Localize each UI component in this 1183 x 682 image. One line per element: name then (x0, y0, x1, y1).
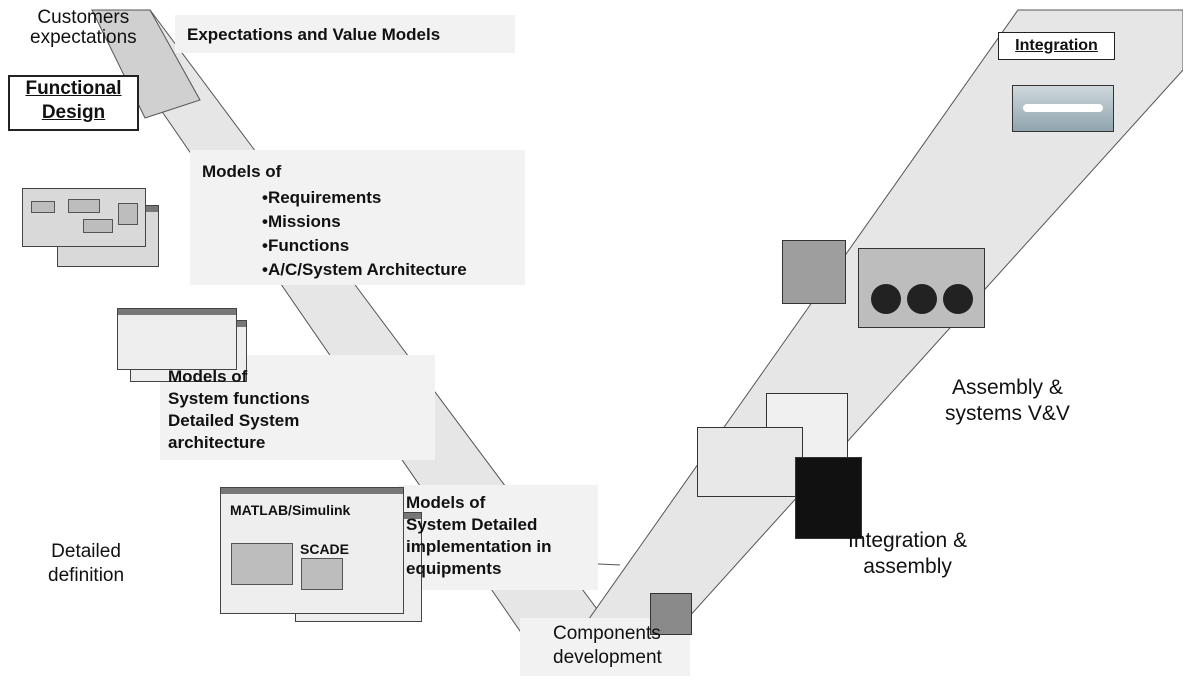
wheel (871, 284, 901, 314)
bullet-functions: •Functions (262, 236, 350, 255)
cockpit-panel-photo (782, 240, 846, 304)
dd-line-1: Detailed (51, 541, 121, 562)
dd-line-2: definition (48, 565, 125, 586)
expectations-value-models: Expectations and Value Models (187, 25, 441, 44)
models-box (190, 150, 525, 285)
avv-line-2: systems V&V (945, 402, 1070, 425)
expectations-box (175, 15, 515, 53)
wheel (907, 284, 937, 314)
matlab-label: MATLAB/Simulink (230, 502, 351, 518)
thumb-node (118, 203, 138, 225)
dm-line-4: equipments (406, 559, 502, 578)
assembly-systems-vv: Assembly & systems V&V (945, 375, 1070, 427)
detailed-models-text: Models of System Detailed implementation… (406, 492, 551, 580)
sf-line-2: System functions (168, 389, 310, 408)
cd-line-1: Components (553, 623, 661, 644)
components-development: Components development (553, 622, 662, 670)
dm-line-2: System Detailed (406, 515, 538, 534)
thumb-node (83, 219, 113, 233)
bullet-architecture: •A/C/System Architecture (262, 260, 467, 279)
sf-line-1: Models of (168, 367, 248, 386)
cd-line-2: development (553, 647, 662, 668)
diagram-thumbnail-front (22, 188, 146, 247)
matlab-screenshot (220, 487, 404, 614)
aircraft-body (1023, 104, 1103, 112)
aircraft-photo (1012, 85, 1114, 132)
integration-box: Integration (998, 32, 1115, 60)
thumb-node (301, 558, 343, 590)
ia-line-1: Integration & (848, 529, 968, 552)
thumb-node (31, 201, 55, 213)
equipment-photo (650, 593, 692, 635)
wheel (943, 284, 973, 314)
dm-line-3: implementation in (406, 537, 552, 556)
connector-photo (697, 427, 803, 497)
system-functions-text: Models of System functions Detailed Syst… (168, 366, 310, 454)
design-line: Design (41, 102, 106, 123)
bullet-missions: •Missions (262, 212, 341, 231)
thumb-bar (221, 488, 403, 494)
right-ascending-band (559, 9, 1183, 661)
scade-label: SCADE (300, 541, 350, 557)
customers-line: Customers (37, 7, 130, 28)
landing-gear-photo (858, 248, 985, 328)
dm-line-1: Models of (406, 493, 486, 512)
expectations-line: expectations (30, 27, 137, 48)
thumb-node (68, 199, 100, 213)
display-screen-photo (795, 457, 862, 539)
sf-line-3: Detailed System (168, 411, 300, 430)
functional-design-box: Functional Design (8, 75, 139, 131)
detailed-definition: Detailed definition (48, 540, 124, 588)
avv-line-1: Assembly & (952, 376, 1063, 399)
bullet-requirements: •Requirements (262, 188, 382, 207)
function-thumbnail-front (117, 308, 237, 370)
sf-line-4: architecture (168, 433, 266, 452)
ia-line-2: assembly (863, 555, 952, 578)
thumb-node (231, 543, 293, 585)
detailed-models-box (398, 485, 598, 590)
integration-assembly: Integration & assembly (848, 528, 967, 580)
thumb-bar (118, 309, 236, 315)
customers-expectations: Customers expectations (30, 8, 137, 48)
models-of-title: Models of (202, 162, 282, 181)
functional-line: Functional (25, 78, 122, 99)
